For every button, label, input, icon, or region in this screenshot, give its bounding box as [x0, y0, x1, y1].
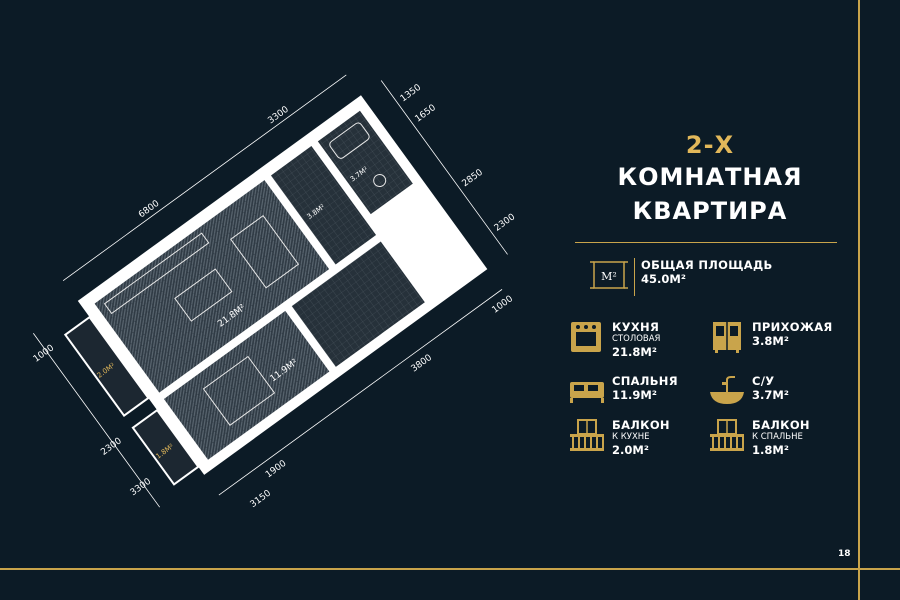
dim-bottom-b: 3150: [249, 488, 274, 510]
total-label: ОБЩАЯ ПЛОЩАДЬ: [641, 258, 773, 272]
title-line2: КОМНАТНАЯ: [617, 163, 803, 191]
dim-left-c: 3300: [129, 477, 154, 499]
room-kitchen: КУХНЯ СТОЛОВАЯ 21.8М²: [568, 320, 660, 360]
room-bedroom: СПАЛЬНЯ 11.9М²: [568, 374, 678, 408]
plan-kitchen-counter: [103, 232, 210, 315]
plan-bed: [202, 355, 276, 426]
room-balcony-kitchen: БАЛКОН К КУХНЕ 2.0М²: [568, 418, 670, 458]
total-separator: [634, 258, 635, 296]
total-value: 45.0М²: [641, 272, 686, 286]
room-value: 1.8М²: [752, 443, 789, 457]
gold-frame-vertical: [858, 0, 860, 600]
plan-corridor-floor: [291, 241, 425, 367]
title-rooms: 2-Х: [685, 131, 735, 159]
room-sub: К КУХНЕ: [612, 432, 650, 442]
room-value: 3.7М²: [752, 388, 789, 402]
dim-bottom-d: 1000: [491, 294, 516, 316]
plan-dining-table: [174, 268, 233, 322]
wardrobe-icon: [708, 320, 746, 354]
dim-bottom-c: 3800: [410, 353, 435, 375]
title-divider: [575, 242, 837, 243]
plan-balcony-kitchen: [63, 315, 150, 418]
total-area: М² ОБЩАЯ ПЛОЩАДЬ 45.0М²: [590, 258, 773, 296]
room-sub: К СПАЛЬНЕ: [752, 432, 803, 442]
plan-bathroom-floor: [317, 110, 413, 215]
area-m2-icon-text: М²: [601, 270, 617, 283]
room-sub: СТОЛОВАЯ: [612, 334, 661, 344]
room-label: СПАЛЬНЯ: [612, 374, 678, 388]
room-label: БАЛКОН: [612, 418, 670, 432]
plan-sofa: [230, 215, 300, 289]
room-bathroom: С/У 3.7М²: [708, 374, 789, 408]
gold-frame-horizontal: [0, 568, 900, 570]
floor-plan: 21.8М² 3.8М² 3.7М² 11.9М² 2.0М² 1.8М² 68…: [32, 70, 520, 510]
dim-line-bottom: [218, 289, 503, 496]
dim-right-c: 2850: [460, 168, 485, 190]
dim-line-left: [32, 333, 161, 508]
room-label: БАЛКОН: [752, 418, 810, 432]
page-number: 18: [838, 549, 851, 559]
room-hall: ПРИХОЖАЯ 3.8М²: [708, 320, 833, 354]
room-label: С/У: [752, 374, 775, 388]
plan-hall-floor: [270, 146, 377, 265]
dim-right-d: 2300: [493, 212, 518, 234]
plan-kitchen-floor: [94, 180, 330, 393]
room-label: ПРИХОЖАЯ: [752, 320, 833, 334]
area-m2-icon: М²: [590, 258, 628, 292]
room-value: 3.8М²: [752, 334, 789, 348]
plan-bathtub: [329, 122, 370, 159]
dim-line-top: [62, 74, 347, 282]
room-balcony-bedroom: БАЛКОН К СПАЛЬНЕ 1.8М²: [708, 418, 810, 458]
balcony-icon: [708, 418, 746, 452]
apartment-title: 2-Х КОМНАТНАЯ КВАРТИРА: [560, 130, 860, 228]
plan-bedroom-floor: [163, 310, 330, 460]
dim-left-a: 1000: [32, 343, 57, 365]
bed-icon: [568, 374, 606, 408]
room-value: 2.0М²: [612, 443, 649, 457]
title-line3: КВАРТИРА: [632, 197, 788, 225]
dim-line-right: [380, 80, 508, 255]
room-value: 11.9М²: [612, 388, 657, 402]
dim-top-left: 6800: [137, 199, 162, 221]
balcony-icon: [568, 418, 606, 452]
plan-toilet: [373, 174, 387, 188]
dim-top-right: 3300: [266, 105, 291, 127]
room-label: КУХНЯ: [612, 320, 660, 334]
dim-right-a: 1350: [399, 83, 424, 105]
stove-icon: [568, 320, 606, 354]
room-value: 21.8М²: [612, 345, 657, 359]
dim-bottom-a: 1900: [264, 459, 289, 481]
floor-plan-drawing: 21.8М² 3.8М² 3.7М² 11.9М² 2.0М² 1.8М² 68…: [32, 74, 518, 510]
sink-icon: [708, 374, 746, 408]
plan-balcony-bedroom: [131, 408, 200, 486]
dim-right-b: 1650: [413, 103, 438, 125]
dim-left-b: 2300: [99, 436, 124, 458]
